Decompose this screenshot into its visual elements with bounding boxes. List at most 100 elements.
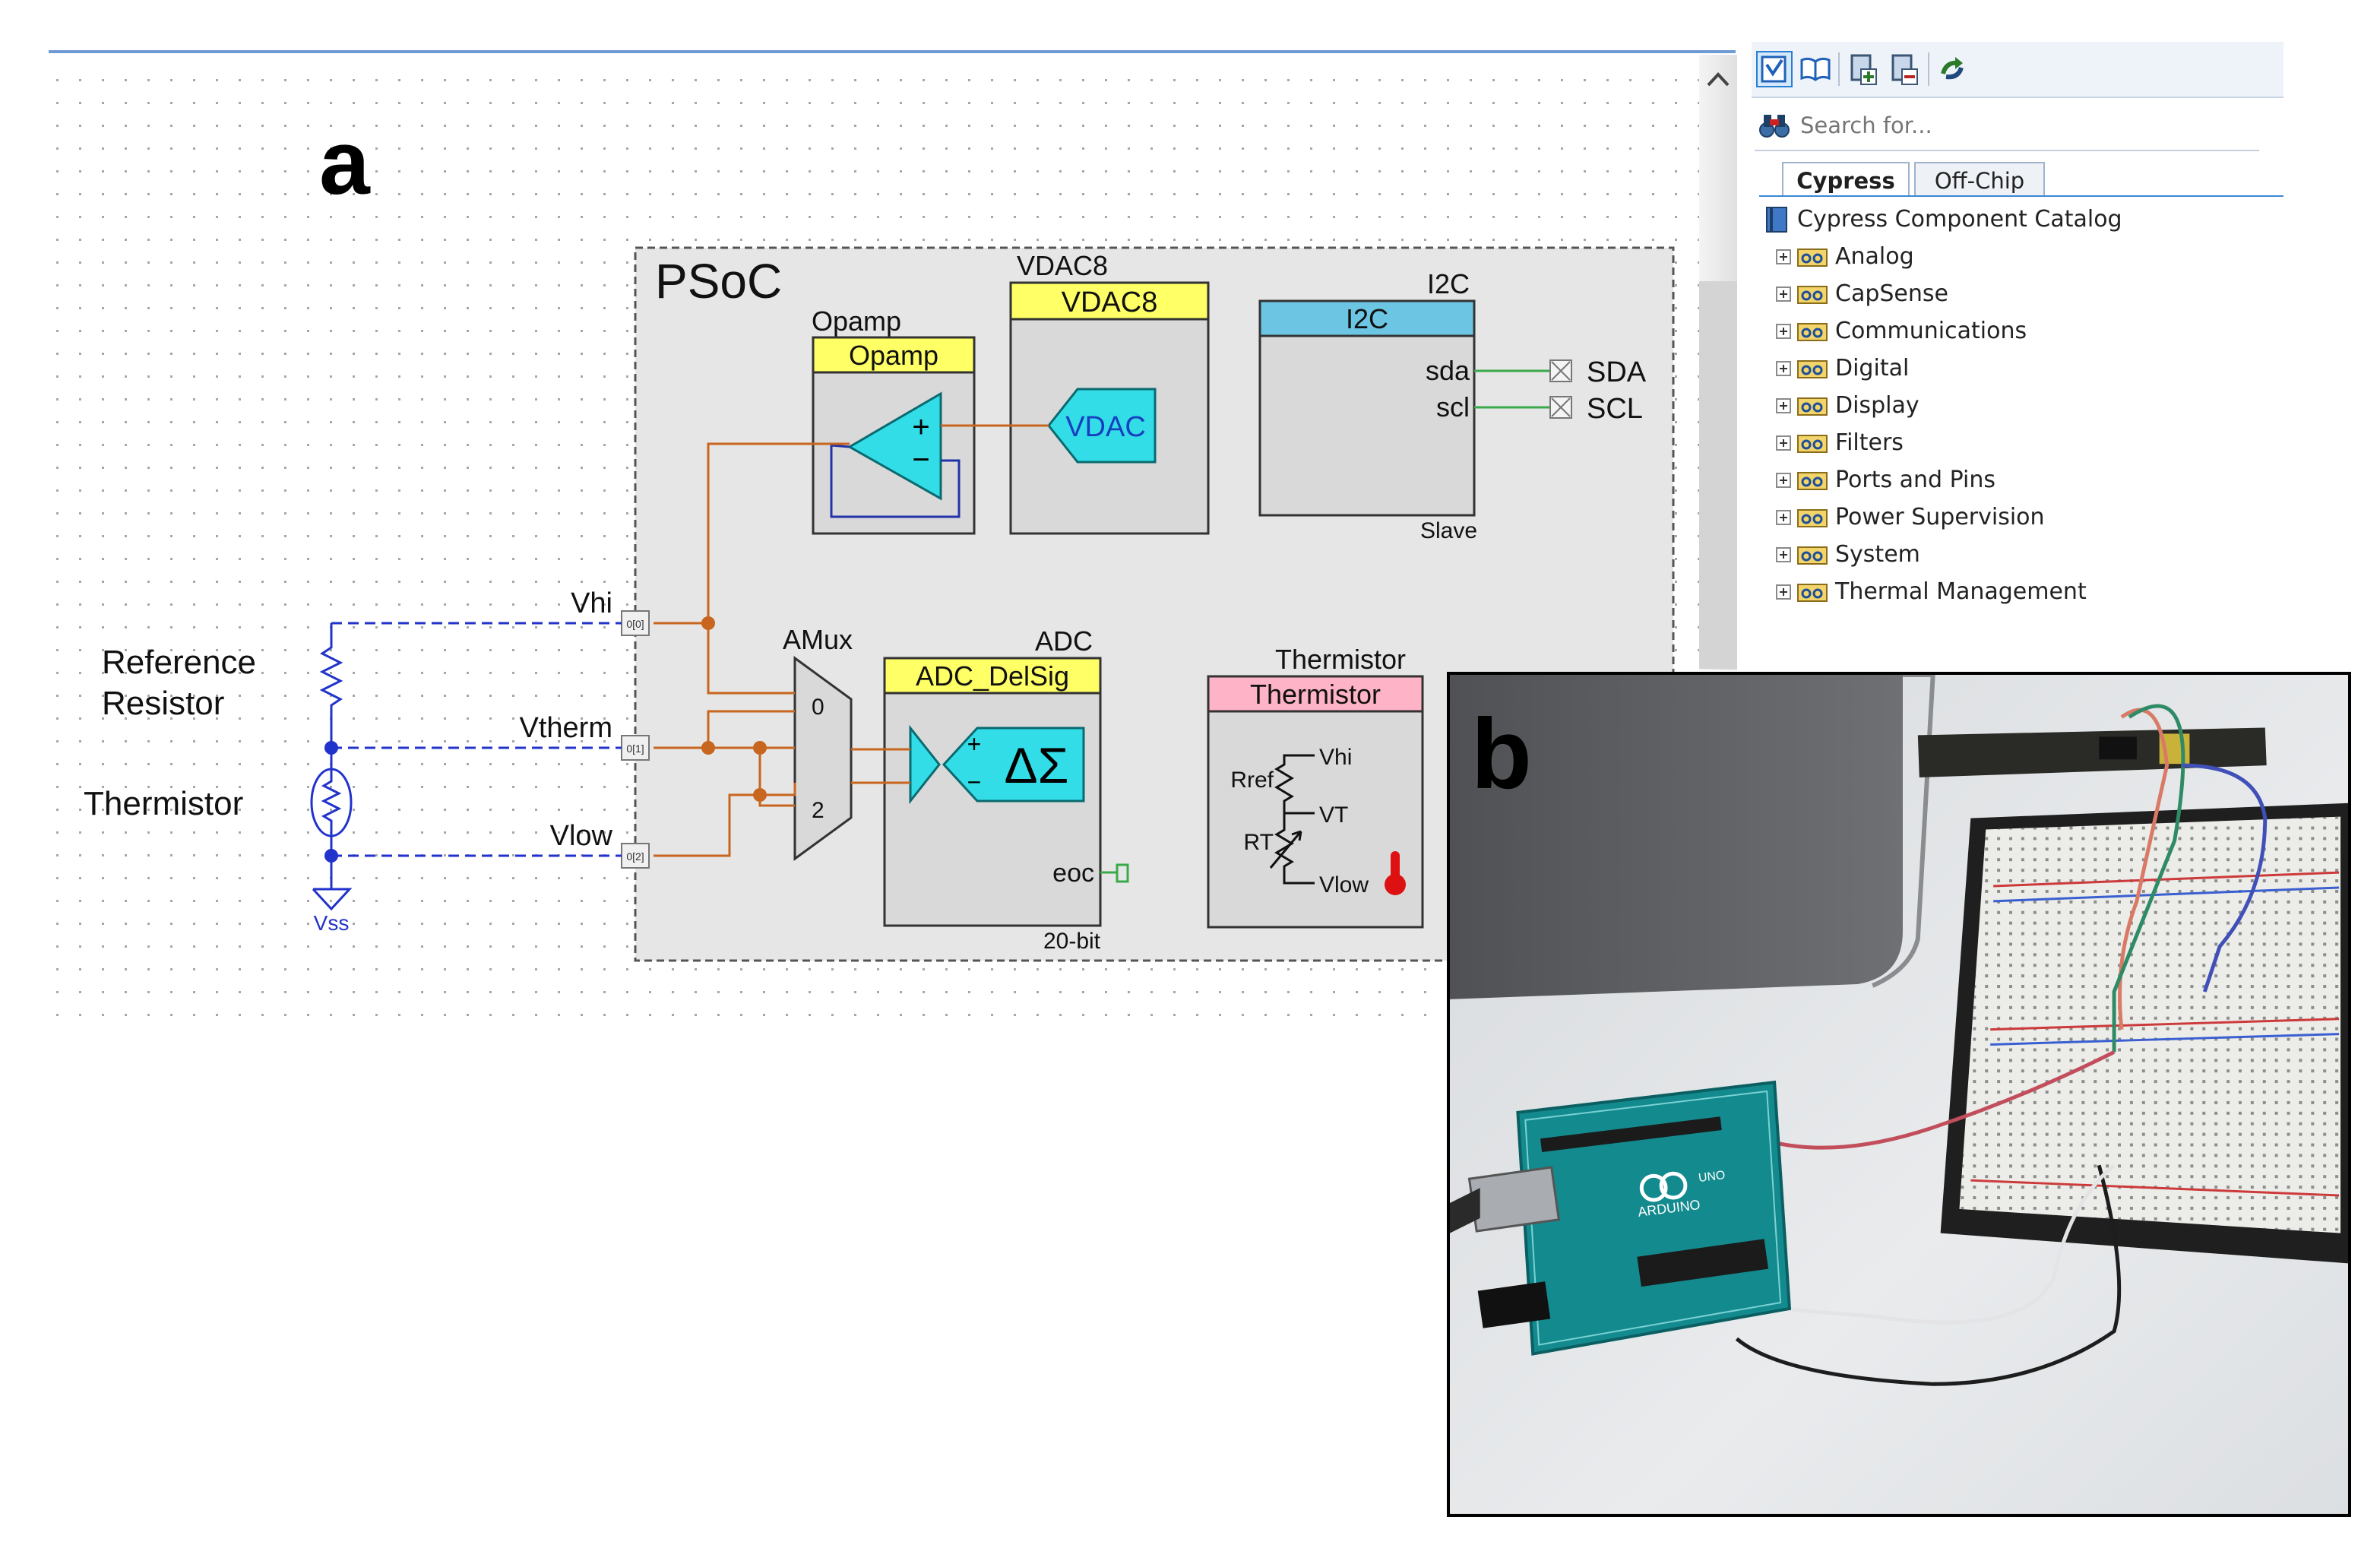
opamp-component[interactable]: Opamp Opamp + −: [812, 306, 976, 535]
canvas-top-border: [49, 50, 1736, 53]
amux-component[interactable]: AMux 0 2: [783, 624, 853, 861]
amux-label: AMux: [783, 624, 853, 655]
usb-connector: [1467, 1166, 1561, 1233]
tab-cypress[interactable]: Cypress: [1782, 162, 1910, 197]
thermistor-vlow-terminal: Vlow: [1319, 872, 1369, 898]
opamp-instance-label: Opamp: [812, 306, 901, 337]
thermistor-vhi-terminal: Vhi: [1319, 745, 1352, 770]
thermistor-vt-terminal: VT: [1319, 803, 1348, 828]
tree-item-capsense[interactable]: CapSense: [1759, 276, 2283, 312]
component-folder-icon: [1797, 584, 1828, 602]
reference-resistor-label-line1: Reference: [102, 644, 256, 681]
pin-0-2-label: 0[2]: [626, 850, 644, 863]
rref-label: Rref: [1230, 768, 1274, 793]
adc-eoc-terminal: eoc: [1052, 859, 1094, 888]
thermistor-header-text: Thermistor: [1250, 679, 1381, 710]
tree-item-label: Power Supervision: [1835, 504, 2045, 530]
open-book-icon: [1800, 57, 1831, 81]
expand-plus-icon[interactable]: [1776, 584, 1791, 600]
catalog-toolbar: [1752, 42, 2283, 98]
scl-pin[interactable]: SCL: [1474, 393, 1643, 425]
tree-item-power-supervision[interactable]: Power Supervision: [1759, 499, 2283, 536]
component-folder-icon: [1797, 360, 1828, 378]
remove-component-button[interactable]: [1885, 51, 1922, 87]
expand-plus-icon[interactable]: [1776, 249, 1791, 264]
catalog-book-icon: [1761, 55, 1787, 83]
component-folder-icon: [1797, 435, 1828, 453]
add-component-button[interactable]: [1844, 51, 1881, 87]
pin-0-1[interactable]: 0[1]: [621, 735, 650, 761]
tree-item-thermal-management[interactable]: Thermal Management: [1759, 574, 2283, 610]
catalog-search-input[interactable]: [1799, 107, 2250, 144]
atmega-chip: [1637, 1239, 1769, 1287]
tab-off-chip[interactable]: Off-Chip: [1914, 162, 2045, 197]
opamp-minus: −: [912, 443, 929, 476]
tree-item-system[interactable]: System: [1759, 537, 2283, 573]
catalog-search: [1755, 101, 2259, 151]
sda-pin-label: SDA: [1587, 356, 1647, 388]
adc-resolution: 20-bit: [1043, 929, 1101, 954]
vdac8-header-text: VDAC8: [1062, 287, 1158, 318]
expand-plus-icon[interactable]: [1776, 510, 1791, 525]
amux-input-2: 2: [812, 798, 824, 823]
tree-root[interactable]: Cypress Component Catalog: [1759, 201, 2283, 238]
refresh-button[interactable]: [1934, 51, 1970, 87]
rt-thermistor-icon: [1274, 813, 1315, 885]
expand-plus-icon[interactable]: [1776, 324, 1791, 339]
splitter[interactable]: [1737, 46, 1746, 684]
i2c-header-text: I2C: [1346, 303, 1388, 334]
eoc-connector-icon: [1100, 863, 1129, 883]
expand-plus-icon[interactable]: [1776, 398, 1791, 413]
i2c-component[interactable]: I2C I2C sda scl Slave: [1258, 268, 1477, 543]
laptop: [1450, 675, 1903, 999]
tree-item-digital[interactable]: Digital: [1759, 350, 2283, 387]
tree-item-filters[interactable]: Filters: [1759, 425, 2283, 461]
net-label-vlow: Vlow: [550, 820, 613, 852]
tree-item-communications[interactable]: Communications: [1759, 313, 2283, 350]
expand-plus-icon[interactable]: [1776, 287, 1791, 302]
tree-item-display[interactable]: Display: [1759, 388, 2283, 424]
tree-item-label: Filters: [1835, 429, 1904, 456]
i2c-scl-terminal: scl: [1436, 391, 1470, 423]
thermistor-header: [1207, 675, 1424, 713]
opamp-feedback-wire: [830, 444, 961, 518]
panel-label-b: b: [1471, 698, 1532, 809]
junction-dots: [701, 616, 767, 802]
component-catalog-panel: Cypress Off-Chip Cypress Component Catal…: [1752, 42, 2283, 680]
tree-item-label: Analog: [1835, 243, 1914, 270]
opamp-symbol: [847, 391, 942, 501]
opamp-plus: +: [912, 410, 929, 444]
adc-instance-label: ADC: [1035, 625, 1093, 657]
vdac8-component[interactable]: VDAC8 VDAC8 VDAC: [1009, 250, 1210, 535]
breadboard-rails: [1970, 871, 2340, 1197]
tree-item-label: Ports and Pins: [1835, 467, 1996, 493]
i2c-instance-label: I2C: [1427, 268, 1470, 299]
tree-item-ports-and-pins[interactable]: Ports and Pins: [1759, 462, 2283, 499]
thermometer-icon: [1385, 851, 1406, 895]
adc-component[interactable]: ADC ADC_DelSig + − ΔΣ eoc 20-bit: [883, 625, 1129, 954]
component-folder-icon: [1797, 323, 1828, 341]
tree-item-label: Thermal Management: [1835, 578, 2087, 605]
expand-plus-icon[interactable]: [1776, 435, 1791, 451]
rt-label: RT: [1244, 830, 1274, 855]
power-jack: [1477, 1281, 1551, 1328]
catalog-view-button[interactable]: [1756, 51, 1793, 87]
tree-item-label: Digital: [1835, 355, 1910, 382]
expand-plus-icon[interactable]: [1776, 547, 1791, 562]
pin-0-2[interactable]: 0[2]: [621, 843, 650, 869]
expand-plus-icon[interactable]: [1776, 473, 1791, 488]
tree-item-analog[interactable]: Analog: [1759, 239, 2283, 275]
sda-pin[interactable]: SDA: [1474, 356, 1647, 388]
psoc-title: PSoC: [655, 254, 782, 309]
tab-underline: [1759, 195, 2283, 197]
tree-item-label: Communications: [1835, 318, 2027, 344]
thermistor-component[interactable]: Thermistor Thermistor Vhi VT Vlow Rref R…: [1207, 644, 1424, 929]
open-book-button[interactable]: [1797, 51, 1834, 87]
scroll-up-arrow[interactable]: [1707, 72, 1730, 87]
scrollbar-thumb[interactable]: [1699, 281, 1737, 669]
pin-0-0[interactable]: 0[0]: [621, 610, 650, 636]
expand-plus-icon[interactable]: [1776, 361, 1791, 376]
internal-wires: [654, 442, 850, 857]
component-folder-icon: [1797, 286, 1828, 304]
panel-label-a: a: [319, 112, 371, 214]
